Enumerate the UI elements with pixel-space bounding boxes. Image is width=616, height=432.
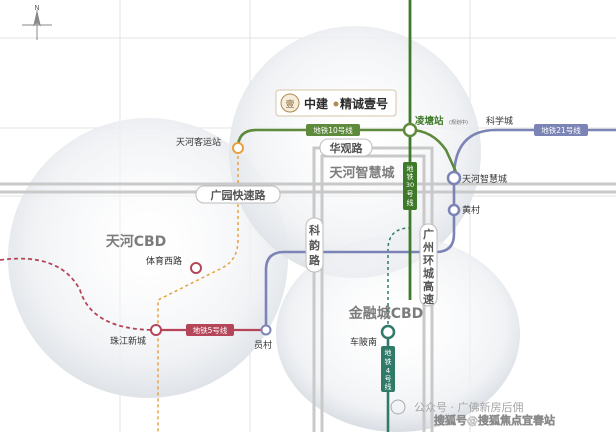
line-label-line30: 地 铁 30 号 线: [403, 162, 417, 210]
svg-text:地铁5号线: 地铁5号线: [193, 325, 228, 335]
district-tianhe-cbd: 天河CBD: [106, 233, 167, 250]
metro-line-5: [0, 257, 266, 331]
station-label-yuancun: 员村: [254, 339, 272, 351]
station-marker-tiyu-xilu: [190, 262, 202, 274]
svg-text:速: 速: [423, 292, 434, 306]
metro-line-4-dashed: [387, 227, 411, 330]
station-marker-lingtang: [402, 122, 418, 138]
station-labels: 天河客运站 凌塘站 (规划中) 科学城 天河智慧城 黄村 体育西路 珠江新城 员…: [110, 115, 513, 351]
line-label-line5: 地铁5号线: [186, 324, 234, 336]
district-tianhe-smart-city: 天河智慧城: [329, 165, 394, 181]
road-label-huaguan: 华观路: [319, 138, 373, 157]
svg-text:铁: 铁: [385, 357, 392, 366]
station-label-huangcun: 黄村: [462, 204, 480, 216]
project-banner: 壹 中建 精诚壹号: [275, 89, 397, 117]
compass-letter: N: [34, 4, 39, 12]
station-label-tianhe-smart-city: 天河智慧城: [462, 173, 507, 185]
svg-text:号: 号: [407, 190, 414, 198]
svg-text:韵: 韵: [309, 238, 320, 252]
wechat-icon: [390, 399, 406, 415]
finance-city-bubble: [276, 236, 520, 432]
station-label-tiyu-xilu: 体育西路: [146, 255, 182, 267]
station-marker-yuancun: [260, 324, 272, 336]
station-label-chebeinan: 车陂南: [350, 336, 377, 348]
svg-text:路: 路: [309, 253, 321, 267]
district-finance-city-cbd: 金融城CBD: [348, 305, 424, 322]
svg-text:地: 地: [407, 164, 414, 173]
project-logo-icon: [280, 93, 300, 113]
metro-line-21: [264, 128, 616, 330]
svg-text:铁: 铁: [407, 172, 414, 181]
watermark-line1: 公众号 · 广佛新房后佣: [414, 400, 524, 414]
svg-text:华观路: 华观路: [330, 141, 364, 155]
svg-text:科: 科: [309, 223, 320, 237]
road-label-guangzhou-ring: 广 州 环 城 高 速: [419, 223, 438, 307]
station-marker-huangcun: [447, 203, 461, 217]
svg-text:30: 30: [406, 181, 414, 189]
station-label-kexuecheng: 科学城: [486, 115, 513, 127]
project-logo-text: 壹: [285, 98, 294, 110]
svg-text:州: 州: [422, 241, 434, 254]
road-label-keyun: 科 韵 路: [305, 217, 324, 273]
svg-text:环: 环: [423, 254, 434, 267]
line-label-line21: 地铁21号线: [534, 124, 588, 136]
line-label-line10: 地铁10号线: [306, 124, 360, 136]
station-label-tianhe-coach: 天河客运站: [176, 136, 221, 148]
line-label-line4: 地 铁 4 号 线: [381, 346, 395, 392]
road-label-guangyuan: 广园快速路: [195, 185, 281, 204]
station-marker-zhujiang-xincheng: [150, 324, 162, 336]
metro-line-3-dashed: [157, 150, 239, 432]
station-label-lingtang-note: (规划中): [449, 119, 468, 126]
svg-text:地: 地: [385, 348, 392, 357]
svg-text:线: 线: [407, 198, 414, 207]
compass-icon: [22, 10, 52, 40]
svg-text:4: 4: [386, 367, 391, 375]
svg-text:地铁21号线: 地铁21号线: [541, 125, 581, 135]
station-label-zhujiang-xincheng: 珠江新城: [110, 335, 146, 347]
svg-text:广园快速路: 广园快速路: [211, 188, 267, 202]
station-markers: [150, 122, 462, 340]
svg-text:线: 线: [385, 382, 392, 391]
project-name: 中建: [304, 96, 329, 111]
svg-text:地铁10号线: 地铁10号线: [313, 125, 353, 135]
station-label-lingtang: 凌塘站: [415, 115, 444, 127]
project-name-2: 精诚壹号: [340, 96, 388, 111]
watermark: 公众号 · 广佛新房后佣 搜狐号@搜狐焦点宜春站: [390, 399, 555, 427]
station-marker-tianhe-smart-city: [446, 170, 462, 186]
svg-text:城: 城: [423, 266, 434, 280]
svg-text:高: 高: [423, 279, 434, 293]
project-name-dot-icon: [333, 101, 339, 107]
station-marker-tianhe-coach: [232, 142, 244, 154]
watermark-line2: 搜狐号@搜狐焦点宜春站: [434, 413, 555, 427]
svg-text:广: 广: [423, 227, 434, 241]
svg-text:号: 号: [385, 375, 392, 383]
station-marker-chebeinan: [380, 324, 396, 340]
